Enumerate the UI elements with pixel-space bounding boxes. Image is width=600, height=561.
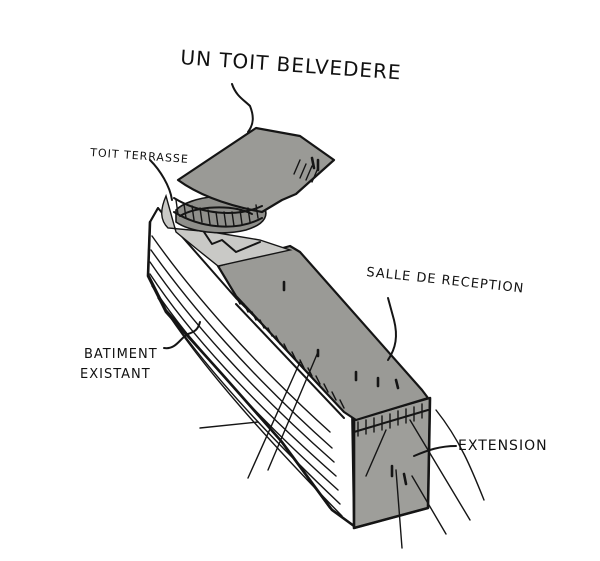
toit-terrasse-leader [149, 159, 173, 201]
leader-lines [149, 83, 457, 457]
batiment-label-line2: EXISTANT [80, 367, 151, 382]
belvedere-label: UN TOIT BELVEDERE [180, 45, 403, 84]
salle-reception-label: SALLE DE RECEPTION [366, 265, 525, 297]
extension-label: EXTENSION [458, 438, 548, 454]
batiment-label-line1: BATIMENT [84, 347, 158, 362]
extension-leader [413, 445, 457, 457]
roof-fringe [235, 295, 429, 437]
reception-roof [216, 244, 430, 437]
reception-leader [387, 297, 397, 361]
sightlines [199, 351, 485, 549]
belvedere-roof [173, 126, 336, 228]
belvedere-leader [231, 83, 254, 133]
toit-terrasse-label: TOIT TERRASSE [89, 146, 189, 166]
batiment-leader [163, 321, 201, 350]
